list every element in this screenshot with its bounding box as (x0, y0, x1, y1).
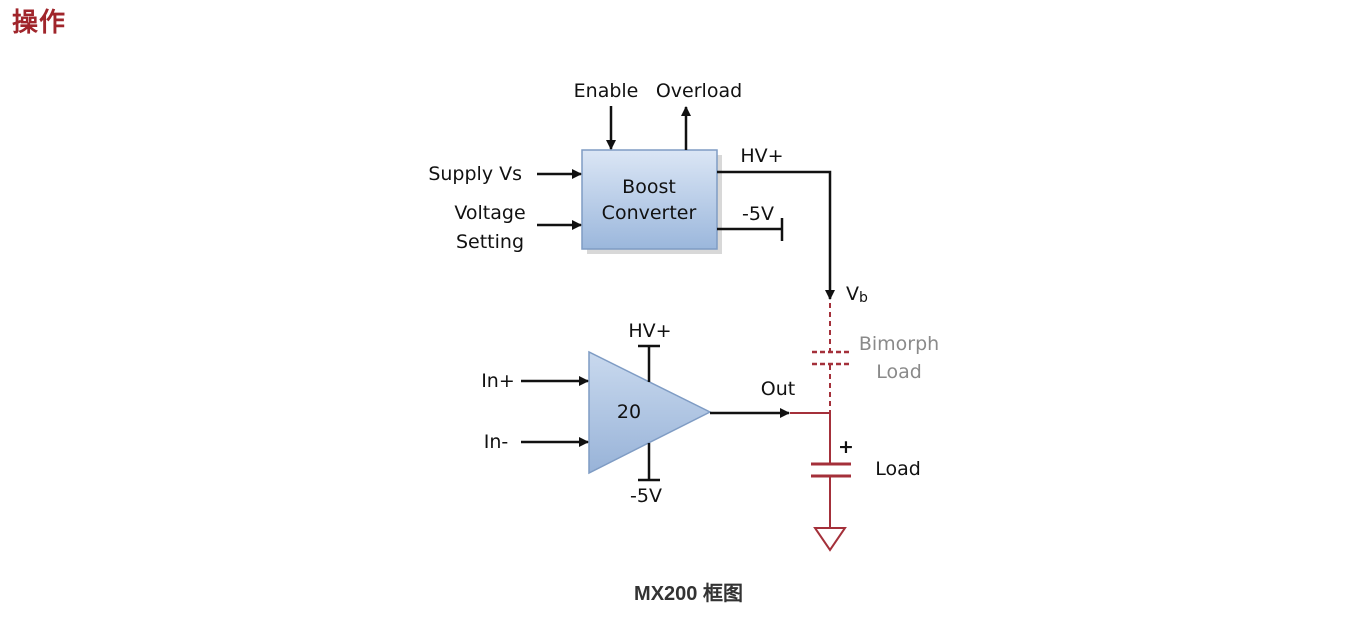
amp-hv-plus-label: HV+ (628, 320, 671, 342)
amp-minus5v-label: -5V (630, 485, 662, 507)
voltage-label-line1: Voltage (454, 202, 525, 224)
boost-label-line1: Boost (622, 176, 676, 198)
bimorph-label-line2: Load (876, 361, 922, 383)
amplifier-block: 20 (588, 350, 712, 475)
overload-label: Overload (656, 80, 742, 102)
out-label: Out (761, 378, 795, 400)
minus5v-label: -5V (742, 203, 774, 225)
bimorph-label-line1: Bimorph (859, 333, 939, 355)
page-title: 操作 (12, 8, 67, 38)
supply-label: Supply Vs (428, 163, 522, 185)
boost-label-line2: Converter (602, 202, 697, 224)
hv-plus-label: HV+ (740, 145, 783, 167)
hv-plus-wire (717, 170, 835, 300)
voltage-label-line2: Setting (456, 231, 524, 253)
enable-label: Enable (574, 80, 639, 102)
ground-icon (813, 527, 847, 552)
in-minus-label: In- (484, 431, 509, 453)
load-plus-label: + (838, 436, 854, 458)
amplifier-gain: 20 (617, 401, 641, 423)
boost-converter-block: Boost Converter (581, 149, 722, 254)
load-capacitor (811, 413, 851, 528)
load-label: Load (875, 458, 921, 480)
figure-caption: MX200 框图 (634, 583, 743, 605)
vb-label: Vb (846, 283, 868, 306)
in-plus-label: In+ (481, 370, 515, 392)
bimorph-load (812, 303, 850, 413)
